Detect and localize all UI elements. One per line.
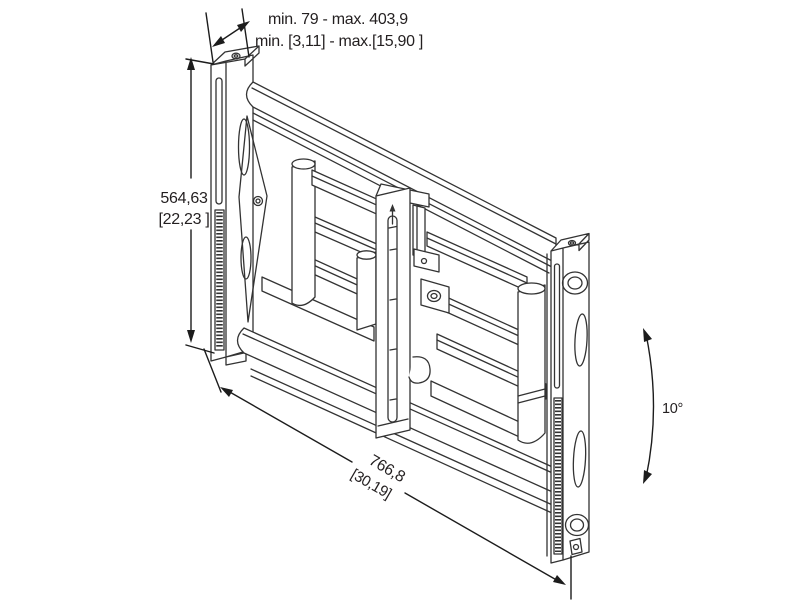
top-rail-tube bbox=[245, 81, 557, 264]
tilt-angle-dimension bbox=[643, 328, 655, 484]
tilt-arrow-down-icon bbox=[643, 470, 652, 484]
tilt-angle-label: 10° bbox=[662, 401, 683, 417]
right-tv-plate bbox=[546, 232, 590, 564]
right-plate-tooth-strip bbox=[553, 397, 563, 555]
depth-range-label-inch: min. [3,11] - max.[15,90 ] bbox=[255, 33, 423, 50]
left-arm-link-lower bbox=[261, 276, 375, 342]
depth-range-label-mm: min. 79 - max. 403,9 bbox=[268, 11, 408, 28]
left-wall-plate bbox=[210, 45, 268, 366]
depth-extension-lines bbox=[205, 8, 250, 63]
left-plate-slot bbox=[215, 77, 223, 205]
right-plate-cutout-bottom bbox=[572, 430, 587, 488]
height-label-inch: [22,23 ] bbox=[159, 211, 210, 228]
left-plate-cutout-top bbox=[237, 118, 251, 176]
height-label-mm: 564,63 bbox=[160, 190, 208, 207]
left-arm bbox=[261, 158, 391, 342]
width-dimension bbox=[203, 348, 572, 600]
height-arrow-up-icon bbox=[187, 57, 195, 70]
up-arrow-icon bbox=[388, 210, 398, 229]
pivot-bolt-icon bbox=[252, 195, 264, 207]
right-plate-cutout-top bbox=[574, 313, 588, 367]
right-plate-ring-top bbox=[561, 271, 589, 295]
center-bracket-slot-ticks bbox=[389, 248, 397, 401]
up-arrow-icon-head bbox=[389, 204, 396, 212]
right-arm-pivot-cylinder bbox=[517, 284, 546, 444]
left-plate-cutout-bottom bbox=[240, 236, 252, 280]
right-plate-knob bbox=[569, 537, 583, 556]
right-plate-slot bbox=[553, 263, 561, 389]
center-bracket bbox=[375, 183, 430, 439]
left-arm-pivot-cylinder bbox=[291, 160, 316, 307]
right-arm-hinge-block bbox=[420, 278, 450, 314]
left-arm-mid-cylinder bbox=[356, 251, 377, 331]
center-bracket-slot bbox=[387, 215, 398, 423]
height-arrow-down-icon bbox=[187, 330, 195, 343]
width-arrow-right-icon bbox=[553, 575, 566, 585]
width-arrow-left-icon bbox=[220, 387, 233, 397]
right-plate-screw-icon bbox=[567, 239, 577, 247]
tilt-arrow-up-icon bbox=[643, 328, 652, 342]
width-dimension-line bbox=[227, 390, 561, 583]
right-arm bbox=[408, 231, 547, 444]
height-dimension bbox=[185, 57, 215, 354]
safety-latch-hook bbox=[408, 356, 431, 384]
plate-screw-icon bbox=[231, 52, 241, 60]
width-extension-lines bbox=[203, 348, 572, 600]
depth-dimension bbox=[205, 8, 250, 63]
right-plate-ring-bottom bbox=[564, 513, 590, 537]
left-plate-gusset bbox=[238, 115, 268, 323]
tilt-arc bbox=[645, 333, 655, 479]
